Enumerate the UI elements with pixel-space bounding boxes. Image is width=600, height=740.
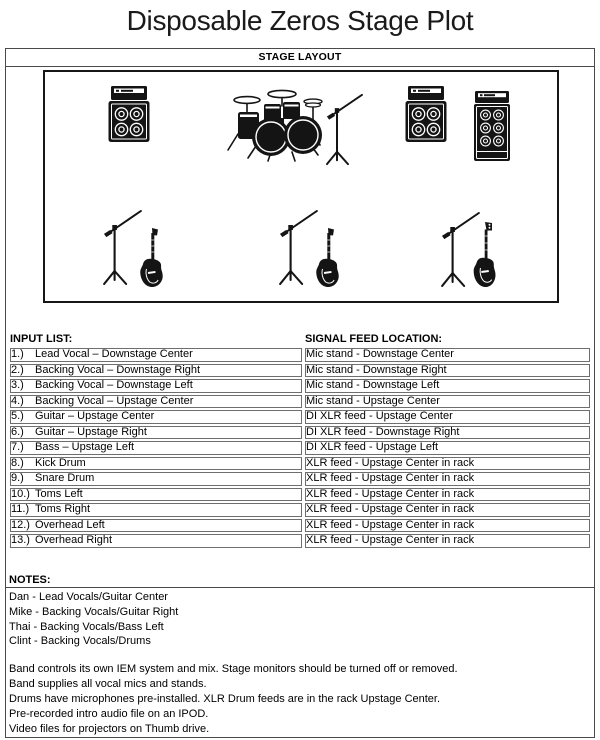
input-list-table: INPUT LIST: SIGNAL FEED LOCATION: 1.) Lea…: [7, 330, 593, 550]
input-cell: 4.) Backing Vocal – Upstage Center: [10, 394, 302, 408]
feed-cell: Mic stand - Downstage Center: [305, 348, 590, 362]
input-cell: 12.) Overhead Left: [10, 518, 302, 532]
feed-cell: Mic stand - Downstage Right: [305, 363, 590, 377]
feed-cell: DI XLR feed - Upstage Center: [305, 410, 590, 424]
feed-cell: Mic stand - Downstage Left: [305, 379, 590, 393]
stage-diagram: [43, 70, 559, 303]
electric-guitar-icon: [314, 228, 341, 288]
row-number: 6.): [11, 425, 24, 438]
note-line: Pre-recorded intro audio file on an IPOD…: [9, 708, 209, 720]
note-line: Band supplies all vocal mics and stands.: [9, 678, 207, 690]
input-label: Backing Vocal – Downstage Left: [35, 379, 193, 391]
input-label: Overhead Left: [35, 518, 105, 531]
table-row: 1.) Lead Vocal – Downstage Center Mic stan…: [10, 348, 590, 362]
input-label: Toms Left: [35, 487, 83, 500]
feed-cell: XLR feed - Upstage Center in rack: [305, 487, 590, 501]
boom-mic-stand-icon: [325, 92, 365, 166]
table-row: 8.) Kick Drum XLR feed - Upstage Center in…: [10, 456, 590, 470]
row-number: 7.): [11, 441, 24, 453]
table-row: 13.) Overhead Right XLR feed - Upstage Cen…: [10, 534, 590, 548]
input-label: Overhead Right: [35, 534, 113, 546]
table-row: 9.) Snare Drum XLR feed - Upstage Center i…: [10, 472, 590, 486]
electric-guitar-icon: [138, 228, 165, 288]
table-header-row: INPUT LIST: SIGNAL FEED LOCATION:: [10, 332, 590, 346]
input-cell: 10.) Toms Left: [10, 487, 302, 501]
input-label: Toms Right: [35, 503, 91, 515]
feed-cell: DI XLR feed - Upstage Left: [305, 441, 590, 455]
table-row: 11.) Toms Right XLR feed - Upstage Center …: [10, 503, 590, 517]
bass-amp-stack-icon: [472, 90, 512, 162]
input-cell: 1.) Lead Vocal – Downstage Center: [10, 348, 302, 362]
table-row: 4.) Backing Vocal – Upstage Center Mic sta…: [10, 394, 590, 408]
input-cell: 5.) Guitar – Upstage Center: [10, 410, 302, 424]
feed-cell: XLR feed - Upstage Center in rack: [305, 503, 590, 517]
input-label: Snare Drum: [35, 472, 95, 484]
feed-cell: Mic stand - Upstage Center: [305, 394, 590, 408]
feed-cell: DI XLR feed - Downstage Right: [305, 425, 590, 439]
input-label: Backing Vocal – Upstage Center: [35, 394, 194, 407]
member-line: Mike - Backing Vocals/Guitar Right: [9, 605, 179, 618]
row-number: 5.): [11, 410, 24, 422]
input-cell: 13.) Overhead Right: [10, 534, 302, 548]
input-label: Guitar – Upstage Center: [35, 410, 155, 422]
guitar-amp-stack-icon: [107, 85, 151, 143]
input-cell: 2.) Backing Vocal – Downstage Right: [10, 363, 302, 377]
feed-cell: XLR feed - Upstage Center in rack: [305, 534, 590, 548]
input-cell: 9.) Snare Drum: [10, 472, 302, 486]
row-number: 4.): [11, 394, 24, 407]
stage-layout-heading: STAGE LAYOUT: [6, 49, 594, 67]
member-line: Clint - Backing Vocals/Drums: [9, 635, 151, 648]
guitar-amp-stack-icon: [404, 85, 448, 143]
row-number: 8.): [11, 456, 24, 469]
input-cell: 11.) Toms Right: [10, 503, 302, 517]
bass-guitar-icon: [471, 222, 498, 288]
table-row: 10.) Toms Left XLR feed - Upstage Center i…: [10, 487, 590, 501]
table-row: 7.) Bass – Upstage Left DI XLR feed - Upst…: [10, 441, 590, 455]
input-cell: 7.) Bass – Upstage Left: [10, 441, 302, 455]
member-line: Thai - Backing Vocals/Bass Left: [9, 620, 164, 633]
feed-cell: XLR feed - Upstage Center in rack: [305, 518, 590, 532]
drum-kit-icon: [226, 88, 336, 164]
input-label: Backing Vocal – Downstage Right: [35, 363, 201, 376]
row-number: 13.): [11, 534, 30, 546]
input-cell: 6.) Guitar – Upstage Right: [10, 425, 302, 439]
feed-cell: XLR feed - Upstage Center in rack: [305, 456, 590, 470]
row-number: 3.): [11, 379, 24, 391]
table-row: 2.) Backing Vocal – Downstage Right Mic st…: [10, 363, 590, 377]
page-title: Disposable Zeros Stage Plot: [126, 5, 474, 36]
input-label: Kick Drum: [35, 456, 86, 469]
row-number: 11.): [11, 503, 30, 515]
input-cell: 3.) Backing Vocal – Downstage Left: [10, 379, 302, 393]
member-line: Dan - Lead Vocals/Guitar Center: [9, 591, 168, 603]
table-row: 6.) Guitar – Upstage Right DI XLR feed - D…: [10, 425, 590, 439]
note-line: Band controls its own IEM system and mix…: [9, 663, 458, 675]
table-row: 12.) Overhead Left XLR feed - Upstage Cent…: [10, 518, 590, 532]
row-number: 1.): [11, 348, 24, 360]
input-cell: 8.) Kick Drum: [10, 456, 302, 470]
input-list-header: INPUT LIST:: [10, 332, 73, 345]
feed-cell: XLR feed - Upstage Center in rack: [305, 472, 590, 486]
note-line: Drums have microphones pre-installed. XL…: [9, 693, 441, 705]
note-line: Video files for projectors on Thumb driv…: [9, 723, 210, 735]
row-number: 12.): [11, 518, 30, 531]
signal-feed-header: SIGNAL FEED LOCATION:: [305, 332, 443, 345]
row-number: 10.): [11, 487, 30, 500]
general-notes: Band controls its own IEM system and mix…: [9, 662, 458, 737]
table-row: 3.) Backing Vocal – Downstage Left Mic sta…: [10, 379, 590, 393]
row-number: 9.): [11, 472, 24, 484]
row-number: 2.): [11, 363, 24, 376]
input-label: Lead Vocal – Downstage Center: [35, 348, 193, 360]
input-label: Bass – Upstage Left: [35, 441, 135, 453]
input-label: Guitar – Upstage Right: [35, 425, 147, 438]
notes-heading: NOTES:: [6, 573, 594, 588]
stage-plot-document: STAGE LAYOUT: [5, 48, 595, 738]
table-row: 5.) Guitar – Upstage Center DI XLR feed - …: [10, 410, 590, 424]
